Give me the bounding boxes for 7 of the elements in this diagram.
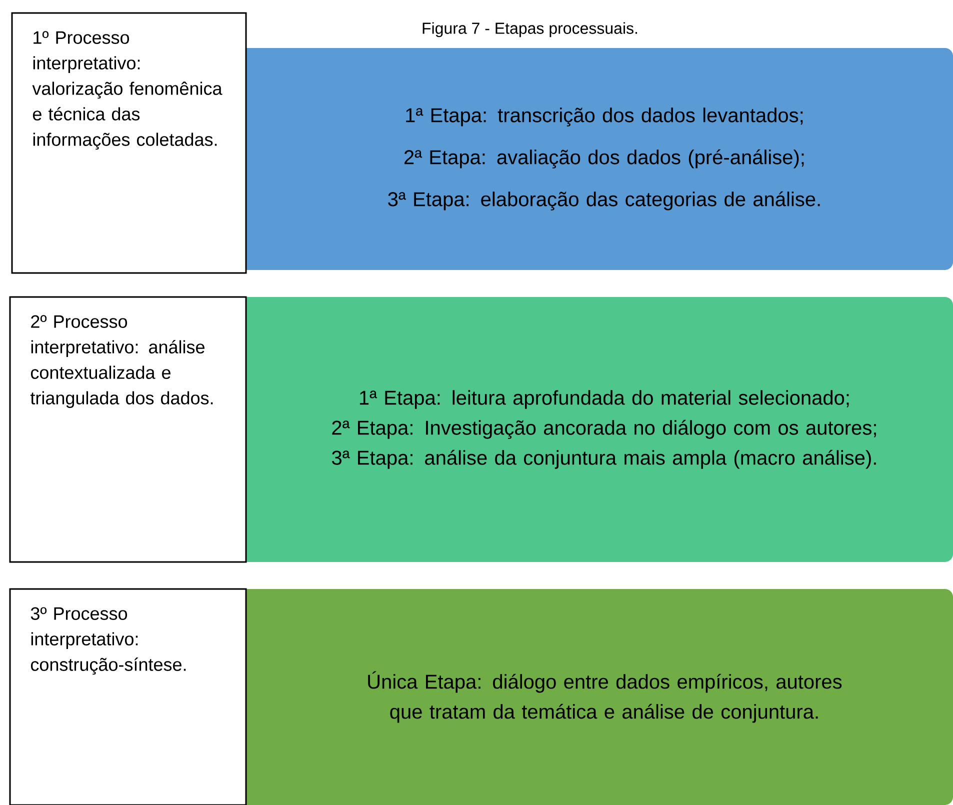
process-box: 2º Processo interpretativo: análise contextualizada e triangulada dos dados. — [9, 296, 247, 563]
stage-box: 1ª Etapa: leitura aprofundada do material selecionado; 2ª Etapa: Investigação ancorada no diálogo com os autores; 3ª Etapa: análise da conjuntura mais ampla (macro análise). — [236, 297, 953, 562]
stage-box: Única Etapa: diálogo entre dados empíricos, autores que tratam da temática e análise de conjuntura. — [236, 589, 953, 805]
process-box: 1º Processo interpretativo: valorização fenomênica e técnica das informações coletadas. — [11, 12, 247, 274]
process-box: 3º Processo interpretativo: construção-síntese. — [9, 588, 247, 805]
figure-title: Figura 7 - Etapas processuais. — [422, 22, 637, 38]
stage-box: 1ª Etapa: transcrição dos dados levantados; 2ª Etapa: avaliação dos dados (pré-análise); 3ª Etapa: elaboração das categorias de análise. — [236, 48, 953, 270]
